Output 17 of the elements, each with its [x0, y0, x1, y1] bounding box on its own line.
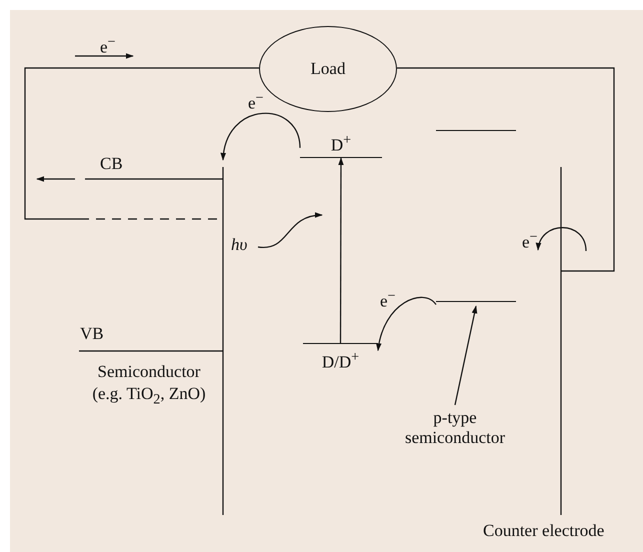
- band-label: CB: [100, 154, 123, 174]
- electrode-label: Counter electrode: [483, 521, 604, 541]
- band-label: VB: [80, 324, 104, 344]
- arrow: [221, 112, 301, 161]
- electron-label: e$^{−}$: [100, 33, 116, 58]
- material-label: Semiconductor (e.g. TiO$_{2}$, ZnO): [91, 361, 207, 410]
- energy-level: D$^{+}$: [300, 130, 382, 158]
- callout-label: p-type semiconductor: [392, 405, 518, 451]
- arrow: [338, 157, 344, 343]
- photon-label: hυ: [231, 235, 248, 255]
- energy-level: [436, 301, 516, 305]
- energy-level: D/D$^{+}$: [303, 343, 378, 373]
- electron-label: e$^{−}$: [522, 228, 538, 253]
- leader-line: [454, 305, 478, 406]
- energy-level: [436, 130, 516, 134]
- arrow: [376, 296, 436, 352]
- edge-label: e$^{−}$: [380, 287, 396, 312]
